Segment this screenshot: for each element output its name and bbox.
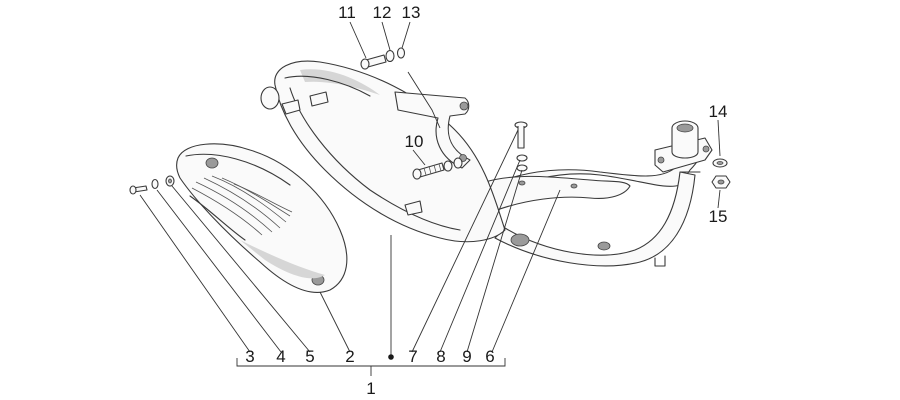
callout-8: 8 xyxy=(436,347,445,366)
callout-4: 4 xyxy=(276,347,285,366)
callout-6: 6 xyxy=(485,347,494,366)
callout-9: 9 xyxy=(462,347,471,366)
nuts-14-15 xyxy=(711,158,731,189)
callout-3: 3 xyxy=(245,347,254,366)
bolt-10 xyxy=(412,157,463,180)
bolt-7-set xyxy=(514,121,528,172)
callout-dot xyxy=(388,354,394,360)
callout-15: 15 xyxy=(709,207,728,226)
callout-2: 2 xyxy=(345,347,354,366)
callout-1: 1 xyxy=(366,379,375,398)
heat-shield-strip xyxy=(484,175,631,211)
callout-11: 11 xyxy=(338,3,356,22)
bolt-11-set xyxy=(360,47,406,70)
callout-7: 7 xyxy=(408,347,417,366)
mounting-bracket xyxy=(394,91,471,169)
callout-13: 13 xyxy=(402,3,421,22)
muffler-cover xyxy=(176,143,348,293)
exhaust-flange xyxy=(654,120,713,173)
callout-14: 14 xyxy=(709,102,728,121)
callout-5: 5 xyxy=(305,347,314,366)
muffler-body xyxy=(260,60,530,247)
leader-lines xyxy=(139,21,721,376)
callout-10: 10 xyxy=(405,132,424,151)
callout-numbers: 11 12 13 10 14 15 3 4 5 2 7 8 9 6 1 xyxy=(245,3,727,398)
callout-12: 12 xyxy=(373,3,392,22)
cover-screw-set xyxy=(129,175,175,195)
